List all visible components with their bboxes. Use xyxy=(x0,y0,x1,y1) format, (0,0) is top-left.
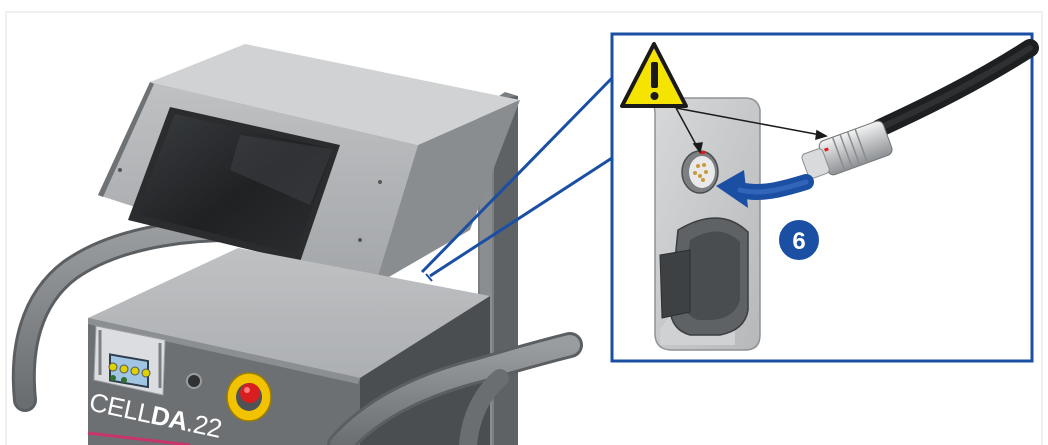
step-badge: 6 xyxy=(777,218,821,262)
warning-pointers xyxy=(675,107,828,154)
touchscreen xyxy=(128,107,340,262)
socket-red-dot xyxy=(700,151,705,154)
rotary-knob xyxy=(186,373,202,389)
warning-triangle-icon xyxy=(620,42,688,108)
curved-arrow-icon xyxy=(716,170,814,208)
brand-model: .22 xyxy=(184,407,224,444)
figure-frame xyxy=(5,11,1043,445)
detail-callout: 6 xyxy=(610,32,1039,363)
step-number: 6 xyxy=(792,228,805,255)
brand-underline xyxy=(87,431,191,445)
measurement-device: CELLDA.22 xyxy=(11,44,583,445)
callout-leader xyxy=(420,76,614,282)
control-panel xyxy=(93,325,166,396)
cable-plug xyxy=(801,39,1039,179)
lemo-socket xyxy=(681,150,719,194)
plug-red-dot xyxy=(824,147,829,152)
socket-cover xyxy=(659,217,749,336)
emergency-stop-button xyxy=(226,372,272,422)
